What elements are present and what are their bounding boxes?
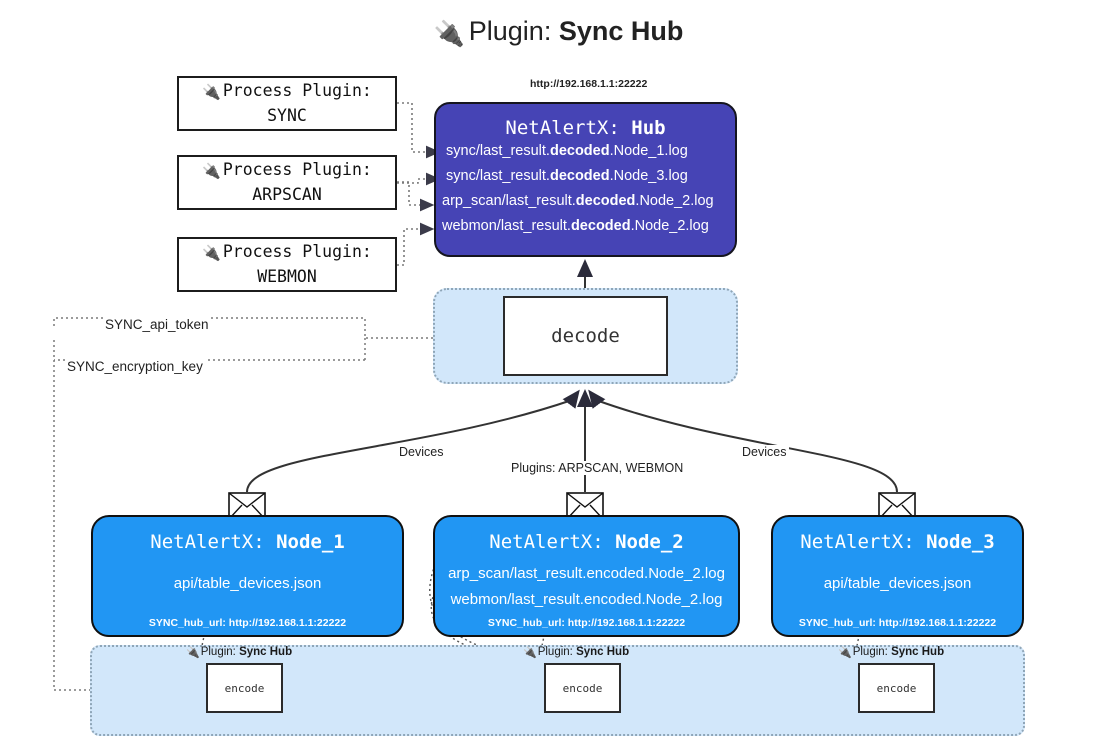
hub-log-4: webmon/last_result.decoded.Node_2.log	[442, 218, 709, 235]
encode-box-3[interactable]: encode	[858, 663, 935, 713]
node-2-footer: SYNC_hub_url: http://192.168.1.1:22222	[487, 617, 686, 629]
edge-label-devices-left: Devices	[396, 445, 447, 459]
process-plugin-webmon-line1: 🔌Process Plugin:	[202, 241, 372, 262]
wire-node3-to-decode	[588, 389, 898, 493]
node-1[interactable]: NetAlertX: Node_1 api/table_devices.json…	[91, 515, 404, 637]
encode-box-1[interactable]: encode	[206, 663, 283, 713]
encoder-2-plugin-label: 🔌Plugin: Sync Hub	[523, 646, 630, 659]
page-title-name: Sync Hub	[558, 16, 684, 46]
process-plugin-sync-line2: SYNC	[267, 105, 307, 125]
wire-node1-to-decode	[246, 389, 580, 493]
plug-icon: 🔌	[433, 20, 465, 48]
plug-icon: 🔌	[202, 243, 221, 262]
plug-icon: 🔌	[838, 647, 852, 659]
secret-encryption-key-label: SYNC_encryption_key	[65, 359, 205, 374]
wire-sync-to-hub	[397, 102, 441, 159]
wire-encryption-key-to-encoders	[53, 340, 107, 696]
hub-log-1: sync/last_result.decoded.Node_1.log	[446, 143, 688, 159]
node-1-line-1: api/table_devices.json	[173, 575, 322, 592]
encode-box-2[interactable]: encode	[544, 663, 621, 713]
node-2-line-1: arp_scan/last_result.encoded.Node_2.log	[448, 565, 725, 582]
wire-webmon-to-hub	[397, 222, 435, 266]
encode-label-2: encode	[562, 681, 603, 695]
node-2-header: NetAlertX: Node_2	[489, 531, 684, 553]
hub-url-caption: http://192.168.1.1:22222	[530, 78, 648, 90]
edge-label-devices-right: Devices	[739, 445, 790, 459]
node-3-header: NetAlertX: Node_3	[800, 531, 995, 553]
hub-node[interactable]: NetAlertX: Hub sync/last_result.decoded.…	[434, 102, 737, 257]
encoder-3-plugin-label: 🔌Plugin: Sync Hub	[838, 646, 945, 659]
wire-arpscan-to-hub	[397, 181, 435, 212]
node-3-line-1: api/table_devices.json	[823, 575, 972, 592]
node-2[interactable]: NetAlertX: Node_2 arp_scan/last_result.e…	[433, 515, 740, 637]
secret-api-token-label: SYNC_api_token	[103, 317, 211, 332]
process-plugin-sync[interactable]: 🔌Process Plugin: SYNC	[177, 76, 397, 131]
process-plugin-arpscan[interactable]: 🔌Process Plugin: ARPSCAN	[177, 155, 397, 210]
encoder-1-plugin-label: 🔌Plugin: Sync Hub	[186, 646, 293, 659]
process-plugin-webmon[interactable]: 🔌Process Plugin: WEBMON	[177, 237, 397, 292]
decode-box[interactable]: decode	[503, 296, 668, 376]
page-title: 🔌Plugin: Sync Hub	[0, 16, 1117, 49]
plug-icon: 🔌	[186, 647, 200, 659]
node-1-header: NetAlertX: Node_1	[150, 531, 345, 553]
plug-icon: 🔌	[202, 82, 221, 101]
process-plugin-arpscan-line2: ARPSCAN	[252, 184, 322, 204]
decode-label: decode	[551, 325, 620, 347]
wire-sync-to-hub-2	[397, 172, 441, 186]
process-plugin-arpscan-line1: 🔌Process Plugin:	[202, 159, 372, 180]
edge-label-plugins-center: Plugins: ARPSCAN, WEBMON	[508, 461, 687, 475]
node-1-footer: SYNC_hub_url: http://192.168.1.1:22222	[148, 617, 347, 629]
hub-log-3: arp_scan/last_result.decoded.Node_2.log	[442, 193, 714, 210]
encode-label-1: encode	[224, 681, 265, 695]
node-2-line-2: webmon/last_result.encoded.Node_2.log	[450, 591, 723, 609]
hub-log-2: sync/last_result.decoded.Node_3.log	[446, 168, 688, 185]
encode-label-3: encode	[876, 681, 917, 695]
page-title-prefix: Plugin:	[468, 16, 559, 46]
process-plugin-sync-line1: 🔌Process Plugin:	[202, 80, 372, 101]
process-plugin-webmon-line2: WEBMON	[257, 266, 317, 286]
node-3-footer: SYNC_hub_url: http://192.168.1.1:22222	[798, 617, 997, 629]
plug-icon: 🔌	[202, 161, 221, 180]
node-3[interactable]: NetAlertX: Node_3 api/table_devices.json…	[771, 515, 1024, 637]
plug-icon: 🔌	[523, 647, 537, 659]
hub-header: NetAlertX: Hub	[505, 117, 666, 139]
